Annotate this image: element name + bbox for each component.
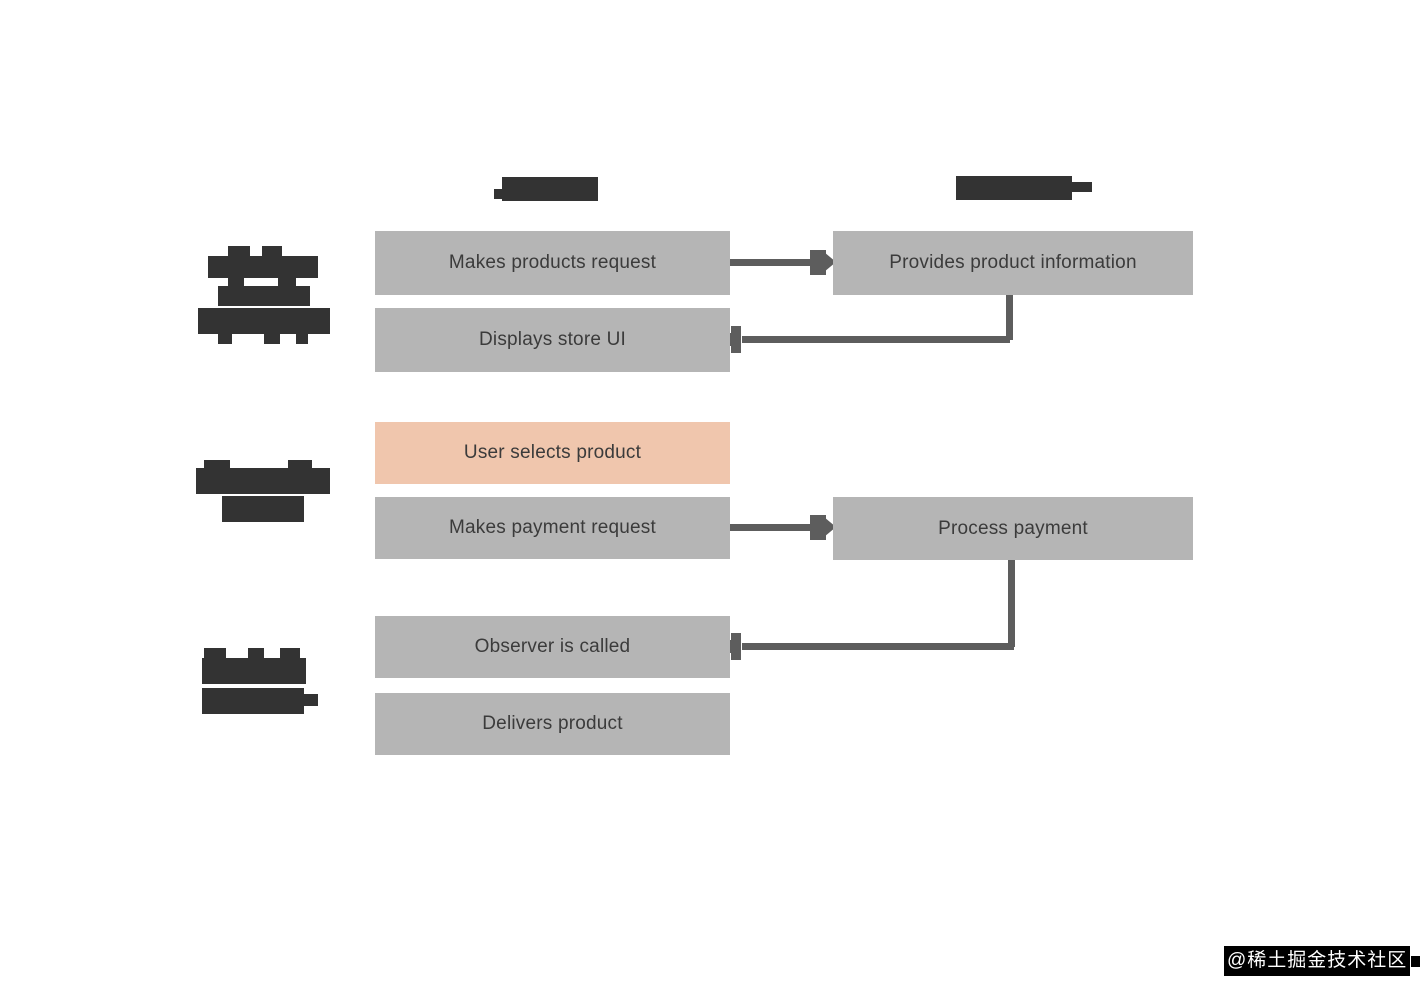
column-header-left-redacted (494, 177, 598, 201)
node-user-selects-product: User selects product (375, 422, 730, 484)
node-label: Makes products request (448, 252, 657, 273)
node-label: Observer is called (474, 636, 631, 657)
connector-payment-result-horizontal (742, 643, 1014, 650)
watermark-text: @稀土掘金技术社区 (1224, 946, 1411, 976)
connector-products-request-line (727, 259, 819, 266)
node-displays-store-ui: Displays store UI (375, 308, 730, 372)
node-delivers-product: Delivers product (375, 693, 730, 755)
node-observer-is-called: Observer is called (375, 616, 730, 678)
row-label-middle-redacted (196, 460, 330, 522)
node-label: Makes payment request (449, 517, 656, 538)
connector-product-info-arrowhead (731, 326, 741, 353)
node-label: Delivers product (482, 713, 623, 734)
node-makes-payment-request: Makes payment request (375, 497, 730, 559)
connector-payment-result-arrowhead (731, 633, 741, 660)
connector-payment-request-line (727, 524, 819, 531)
node-label: Provides product information (889, 252, 1137, 273)
connector-product-info-horizontal (742, 336, 1010, 343)
watermark: @稀土掘金技术社区 (1224, 946, 1420, 976)
connector-products-request-arrowhead (810, 250, 826, 275)
node-provides-product-information: Provides product information (833, 231, 1193, 295)
connector-product-info-vertical (1006, 292, 1013, 340)
row-label-bottom-redacted (202, 648, 318, 714)
connector-payment-result-vertical (1008, 556, 1015, 647)
node-makes-products-request: Makes products request (375, 231, 730, 295)
row-label-top-redacted (198, 246, 330, 344)
watermark-tail (1411, 955, 1420, 967)
node-label: Process payment (938, 517, 1088, 539)
node-label: User selects product (463, 442, 642, 463)
column-header-right-redacted (956, 176, 1092, 200)
node-process-payment: Process payment (833, 497, 1193, 560)
node-label: Displays store UI (479, 329, 626, 350)
connector-payment-request-arrowhead (810, 515, 826, 540)
